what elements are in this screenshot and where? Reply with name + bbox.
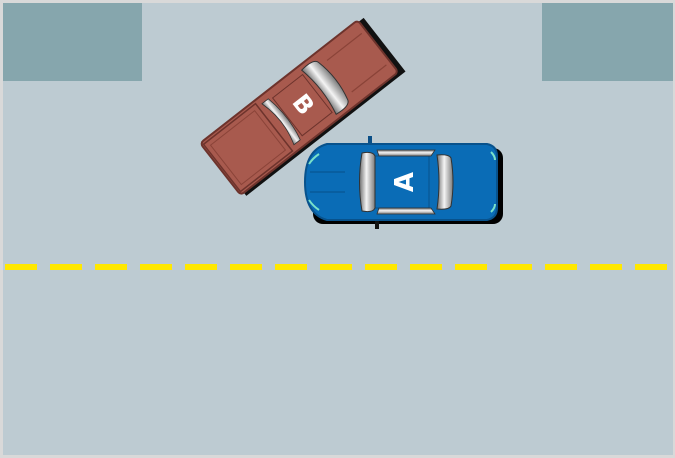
corner-block-right — [542, 3, 673, 81]
vehicle-a-windshield — [360, 152, 376, 211]
vehicle-a-side-window-top — [377, 150, 435, 156]
vehicle-a: A — [305, 136, 503, 229]
vehicle-a-side-window-bottom — [377, 208, 435, 214]
corner-block-left — [3, 3, 142, 81]
vehicle-a-rear-window — [437, 155, 453, 209]
vehicle-a-label: A — [390, 172, 420, 192]
